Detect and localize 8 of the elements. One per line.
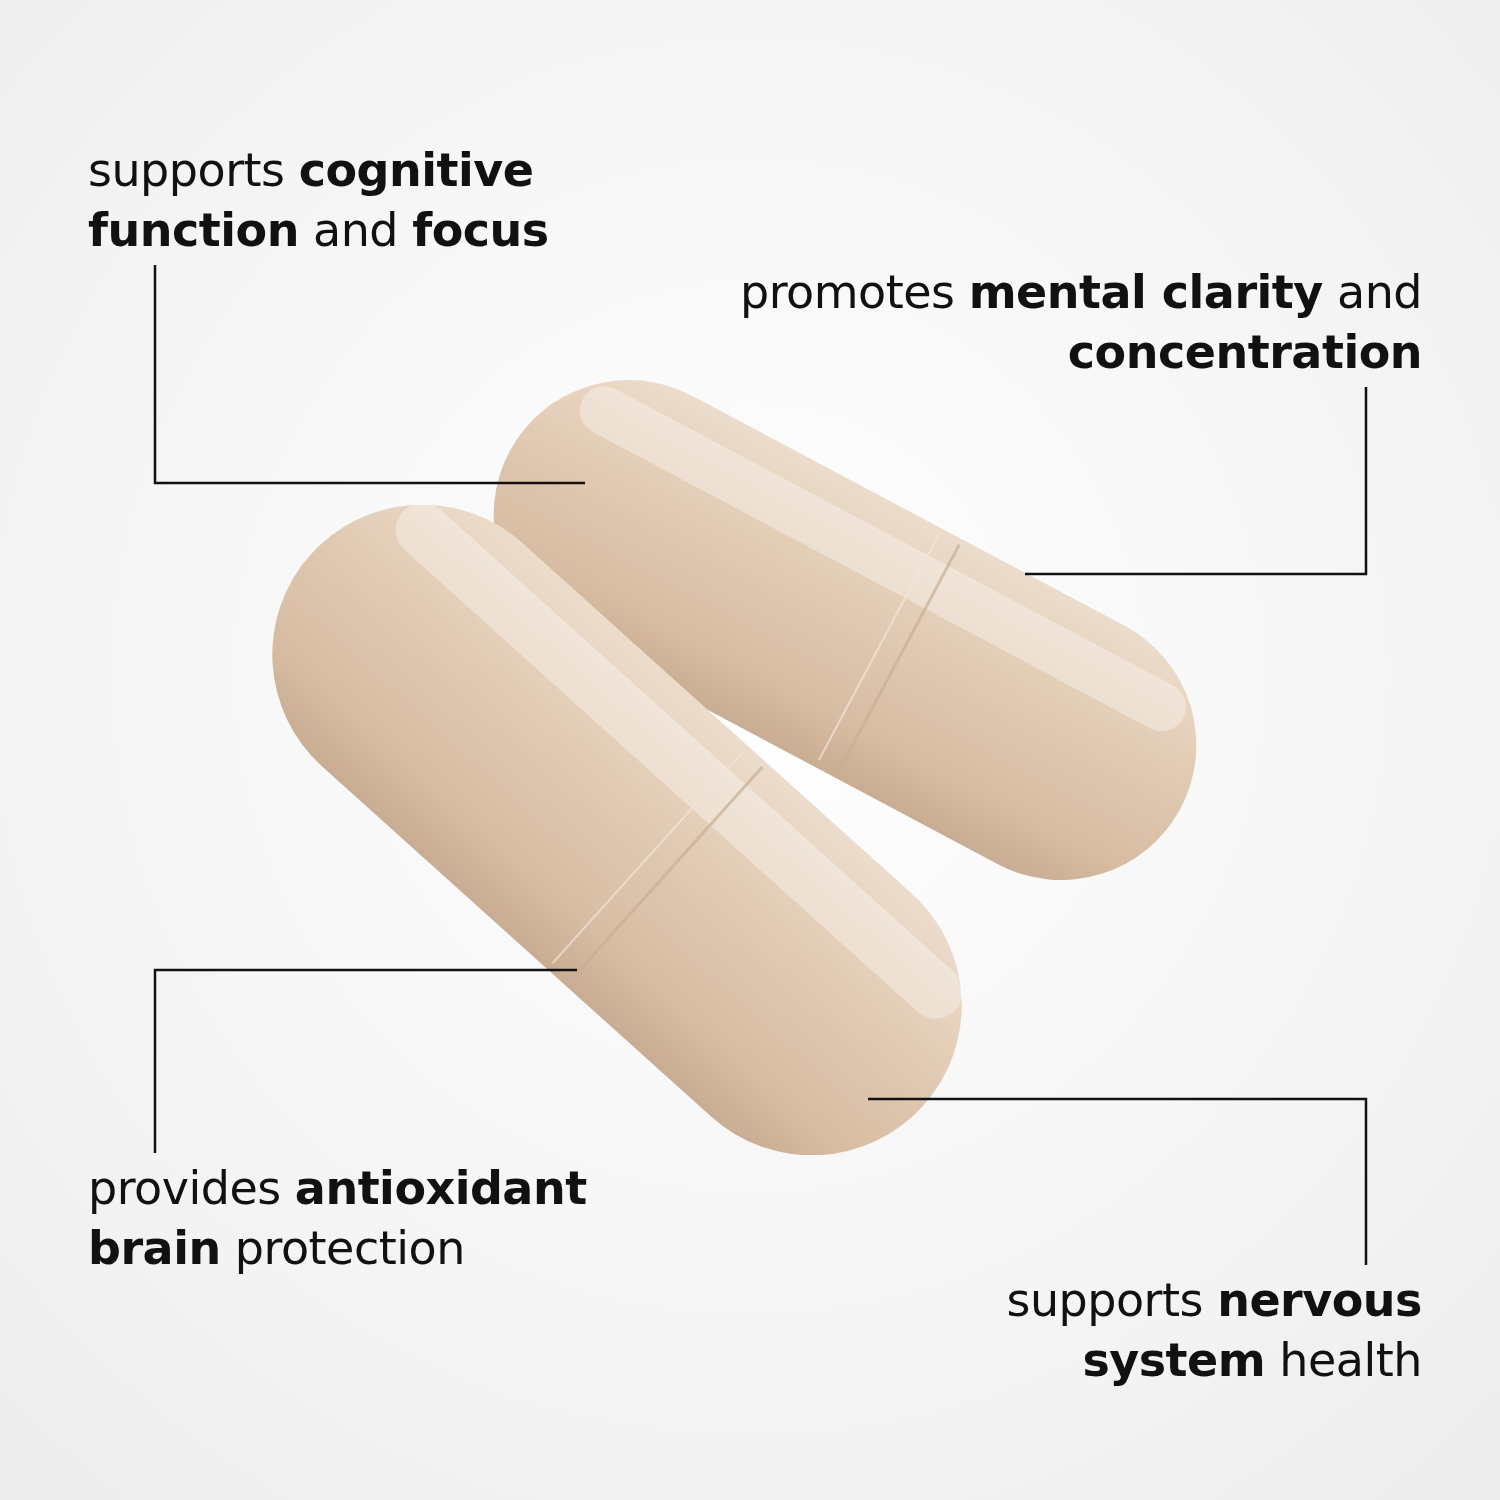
leader-line bbox=[153, 265, 585, 485]
leader-line bbox=[868, 1097, 1368, 1265]
callout-text: supports cognitive function and focus bbox=[88, 140, 688, 260]
leader-line bbox=[153, 968, 577, 1153]
callout-text: provides antioxidant brain protection bbox=[88, 1158, 728, 1278]
leader-line bbox=[1025, 387, 1368, 576]
callout-text: promotes mental clarity and concentration bbox=[732, 262, 1422, 382]
callout-text: supports nervous system health bbox=[822, 1270, 1422, 1390]
